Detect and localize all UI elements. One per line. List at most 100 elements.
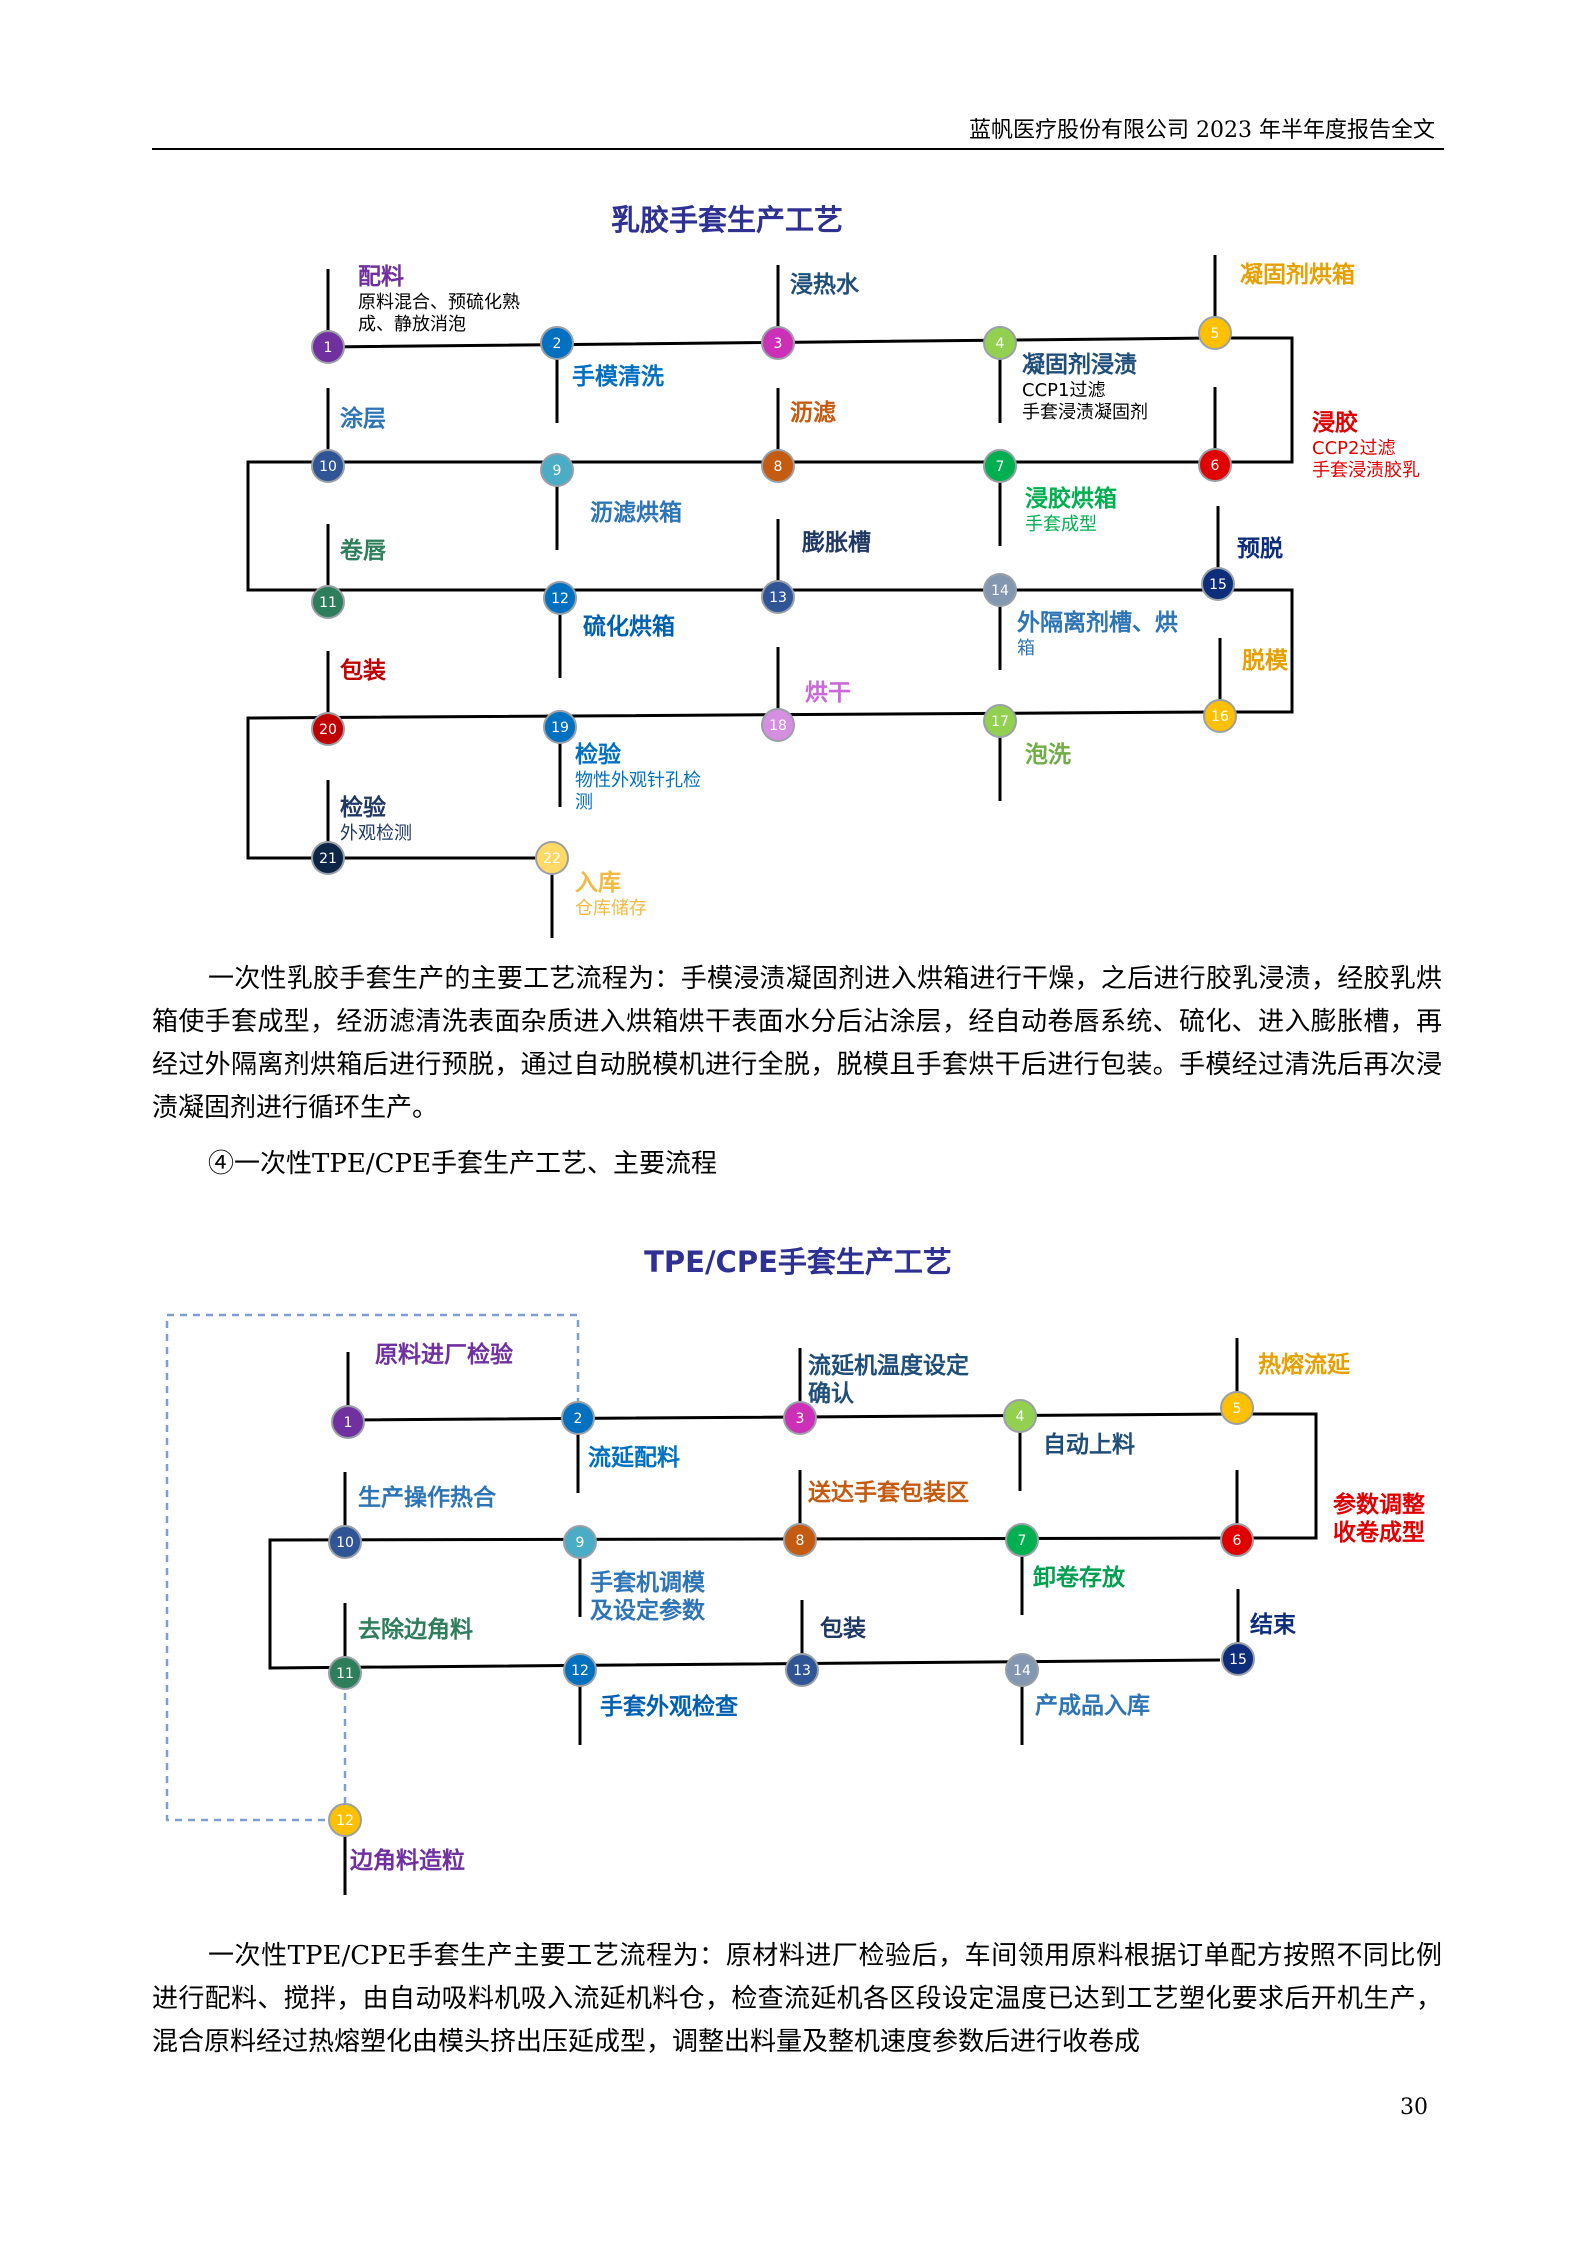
step-title: 确认 bbox=[808, 1381, 854, 1407]
process-step: 17 泡洗 bbox=[983, 704, 1071, 801]
step-number: 15 bbox=[1229, 1652, 1247, 1668]
step-node bbox=[983, 449, 1017, 483]
step-number: 15 bbox=[1209, 577, 1227, 593]
step-title: 入库 bbox=[575, 870, 621, 896]
step-number: 10 bbox=[336, 1535, 354, 1551]
step-title: 收卷成型 bbox=[1333, 1519, 1425, 1546]
paragraph-latex: 一次性乳胶手套生产的主要工艺流程为：手模浸渍凝固剂进入烘箱进行干燥，之后进行胶乳… bbox=[152, 964, 1442, 1123]
step-title: 手套外观检查 bbox=[600, 1693, 738, 1720]
step-node bbox=[761, 708, 795, 742]
step-node bbox=[328, 1803, 362, 1837]
step-number: 13 bbox=[793, 1663, 811, 1679]
step-description: 测 bbox=[575, 792, 593, 813]
step-node bbox=[1005, 1653, 1039, 1687]
step-number: 5 bbox=[1233, 1401, 1242, 1417]
step-node bbox=[535, 841, 569, 875]
step-number: 12 bbox=[336, 1813, 354, 1829]
step-node bbox=[1220, 1391, 1254, 1425]
page-header: 蓝帆医疗股份有限公司 2023 年半年度报告全文 bbox=[969, 118, 1435, 143]
step-description: 箱 bbox=[1017, 638, 1035, 659]
step-title: 泡洗 bbox=[1025, 741, 1071, 768]
step-description: 成、静放消泡 bbox=[358, 314, 466, 335]
step-number: 12 bbox=[571, 1663, 589, 1679]
step-number: 13 bbox=[769, 590, 787, 606]
step-number: 20 bbox=[319, 722, 337, 738]
step-title: 外隔离剂槽、烘 bbox=[1017, 609, 1178, 636]
step-title: 包装 bbox=[820, 1615, 866, 1642]
step-node bbox=[563, 1525, 597, 1559]
diagram-title: 乳胶手套生产工艺 bbox=[611, 203, 843, 237]
step-title: 卷唇 bbox=[339, 537, 386, 564]
step-number: 7 bbox=[996, 459, 1005, 475]
step-node bbox=[1221, 1642, 1255, 1676]
step-description: CCP1过滤 bbox=[1022, 380, 1105, 401]
step-description: CCP2过滤 bbox=[1312, 438, 1395, 459]
step-number: 11 bbox=[336, 1666, 354, 1682]
step-title: 参数调整 bbox=[1333, 1491, 1425, 1518]
step-node bbox=[761, 449, 795, 483]
step-node bbox=[983, 326, 1017, 360]
step-number: 3 bbox=[796, 1411, 805, 1427]
step-title: 凝固剂烘箱 bbox=[1240, 261, 1355, 288]
step-title: 配料 bbox=[358, 264, 404, 290]
step-node bbox=[328, 1525, 362, 1559]
step-number: 3 bbox=[774, 336, 783, 352]
process-step: 20 包装 bbox=[311, 651, 386, 746]
process-step: 12 手套外观检查 bbox=[563, 1653, 738, 1745]
step-number: 14 bbox=[1013, 1663, 1031, 1679]
step-title: 边角料造粒 bbox=[350, 1847, 465, 1874]
step-node bbox=[1003, 1399, 1037, 1433]
step-title: 浸胶 bbox=[1312, 409, 1358, 436]
step-node bbox=[1198, 448, 1232, 482]
step-description: 仓库储存 bbox=[575, 898, 647, 919]
step-node bbox=[543, 581, 577, 615]
step-number: 1 bbox=[324, 340, 333, 356]
step-node bbox=[561, 1401, 595, 1435]
step-title: 检验 bbox=[340, 794, 386, 821]
step-node bbox=[783, 1523, 817, 1557]
step-number: 10 bbox=[319, 459, 337, 475]
step-number: 11 bbox=[319, 595, 337, 611]
step-title: 浸胶烘箱 bbox=[1025, 485, 1117, 512]
step-title: 原料进厂检验 bbox=[375, 1341, 513, 1368]
step-number: 17 bbox=[991, 714, 1009, 730]
step-node bbox=[983, 573, 1017, 607]
paragraph-tpe: 一次性TPE/CPE手套生产主要工艺流程为：原材料进厂检验后，车间领用原料根据订… bbox=[152, 1941, 1442, 2057]
step-title: 包装 bbox=[340, 657, 386, 684]
step-number: 6 bbox=[1211, 458, 1220, 474]
step-number: 8 bbox=[796, 1533, 805, 1549]
step-number: 12 bbox=[551, 591, 569, 607]
step-title: 送达手套包装区 bbox=[808, 1479, 969, 1506]
step-node bbox=[761, 580, 795, 614]
step-number: 9 bbox=[576, 1535, 585, 1551]
step-description: 手套成型 bbox=[1025, 514, 1097, 535]
step-description: 外观检测 bbox=[340, 823, 412, 844]
step-title: 自动上料 bbox=[1043, 1431, 1135, 1458]
step-title: 手套机调模 bbox=[590, 1570, 706, 1596]
step-title: 去除边角料 bbox=[358, 1616, 473, 1643]
step-title: 烘干 bbox=[805, 680, 851, 706]
step-description: 物性外观针孔检 bbox=[575, 770, 701, 791]
step-title: 预脱 bbox=[1237, 535, 1283, 562]
step-title: 流延配料 bbox=[588, 1444, 680, 1471]
step-node bbox=[1198, 316, 1232, 350]
